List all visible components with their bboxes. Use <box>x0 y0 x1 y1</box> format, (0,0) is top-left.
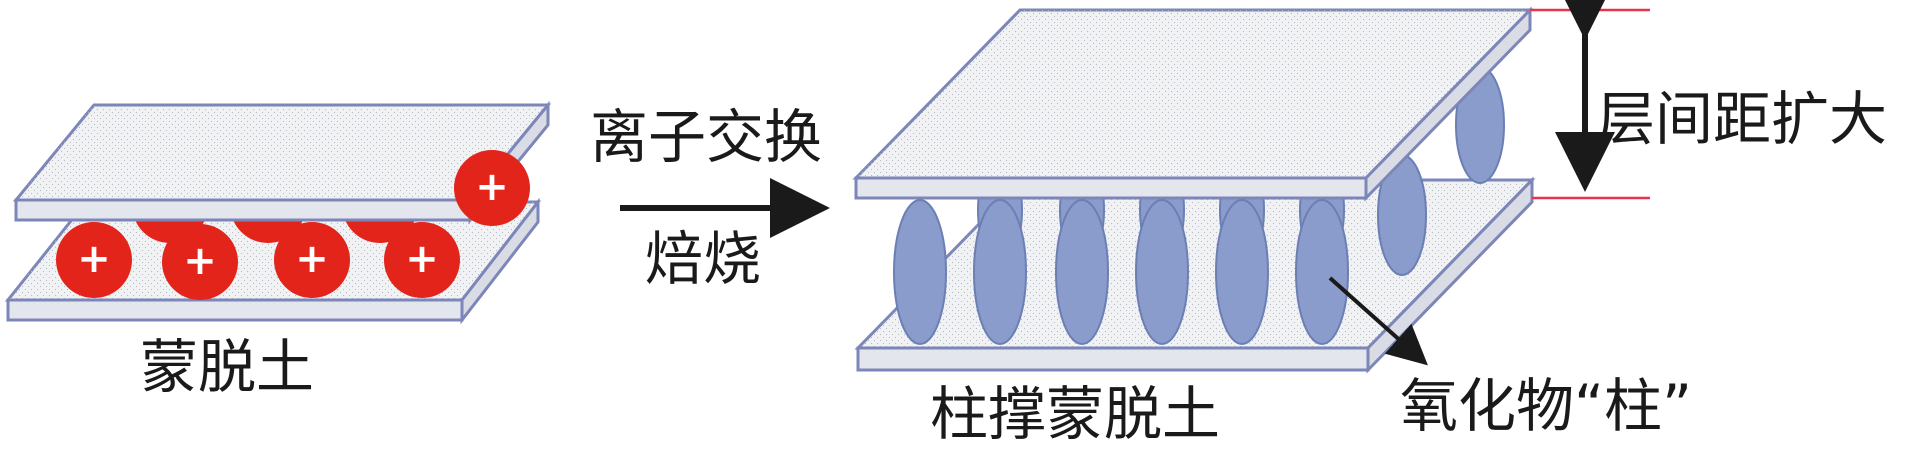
oxide-pillar <box>1055 199 1109 345</box>
cation: + <box>384 222 460 298</box>
cation: + <box>162 224 238 300</box>
pillar-pointer-arrow <box>1328 276 1428 366</box>
svg-text:+: + <box>405 236 439 282</box>
oxide-pillar <box>1215 199 1269 345</box>
calcination-label: 焙烧 <box>645 225 762 293</box>
oxide-pillar <box>1295 199 1349 345</box>
cation-row-front: + + + + <box>56 222 460 300</box>
oxide-pillar <box>1135 199 1189 345</box>
montmorillonite-structure: + + + + + <box>4 100 552 325</box>
top-clay-layer <box>852 6 1534 202</box>
interlayer-spacing-expanded-label: 层间距扩大 <box>1597 85 1888 153</box>
cation: + <box>56 222 132 298</box>
oxide-pillars-front <box>893 199 1349 345</box>
oxide-pillar-label: 氧化物“柱” <box>1400 372 1693 440</box>
pillared-montmorillonite-label: 柱撑蒙脱土 <box>930 380 1221 448</box>
interlayer-spacing-indicator <box>1530 0 1650 200</box>
cation: + <box>274 222 350 298</box>
svg-text:+: + <box>77 236 111 282</box>
svg-text:+: + <box>475 164 509 210</box>
oxide-pillar <box>893 199 947 345</box>
svg-text:+: + <box>183 238 217 284</box>
montmorillonite-label: 蒙脱土 <box>140 333 315 401</box>
svg-text:+: + <box>295 236 329 282</box>
bottom-clay-layer <box>854 176 1536 374</box>
cation: + <box>454 150 530 226</box>
pillared-montmorillonite-structure <box>852 0 1650 374</box>
oxide-pillar <box>973 199 1027 345</box>
ion-exchange-label: 离子交换 <box>590 103 823 171</box>
